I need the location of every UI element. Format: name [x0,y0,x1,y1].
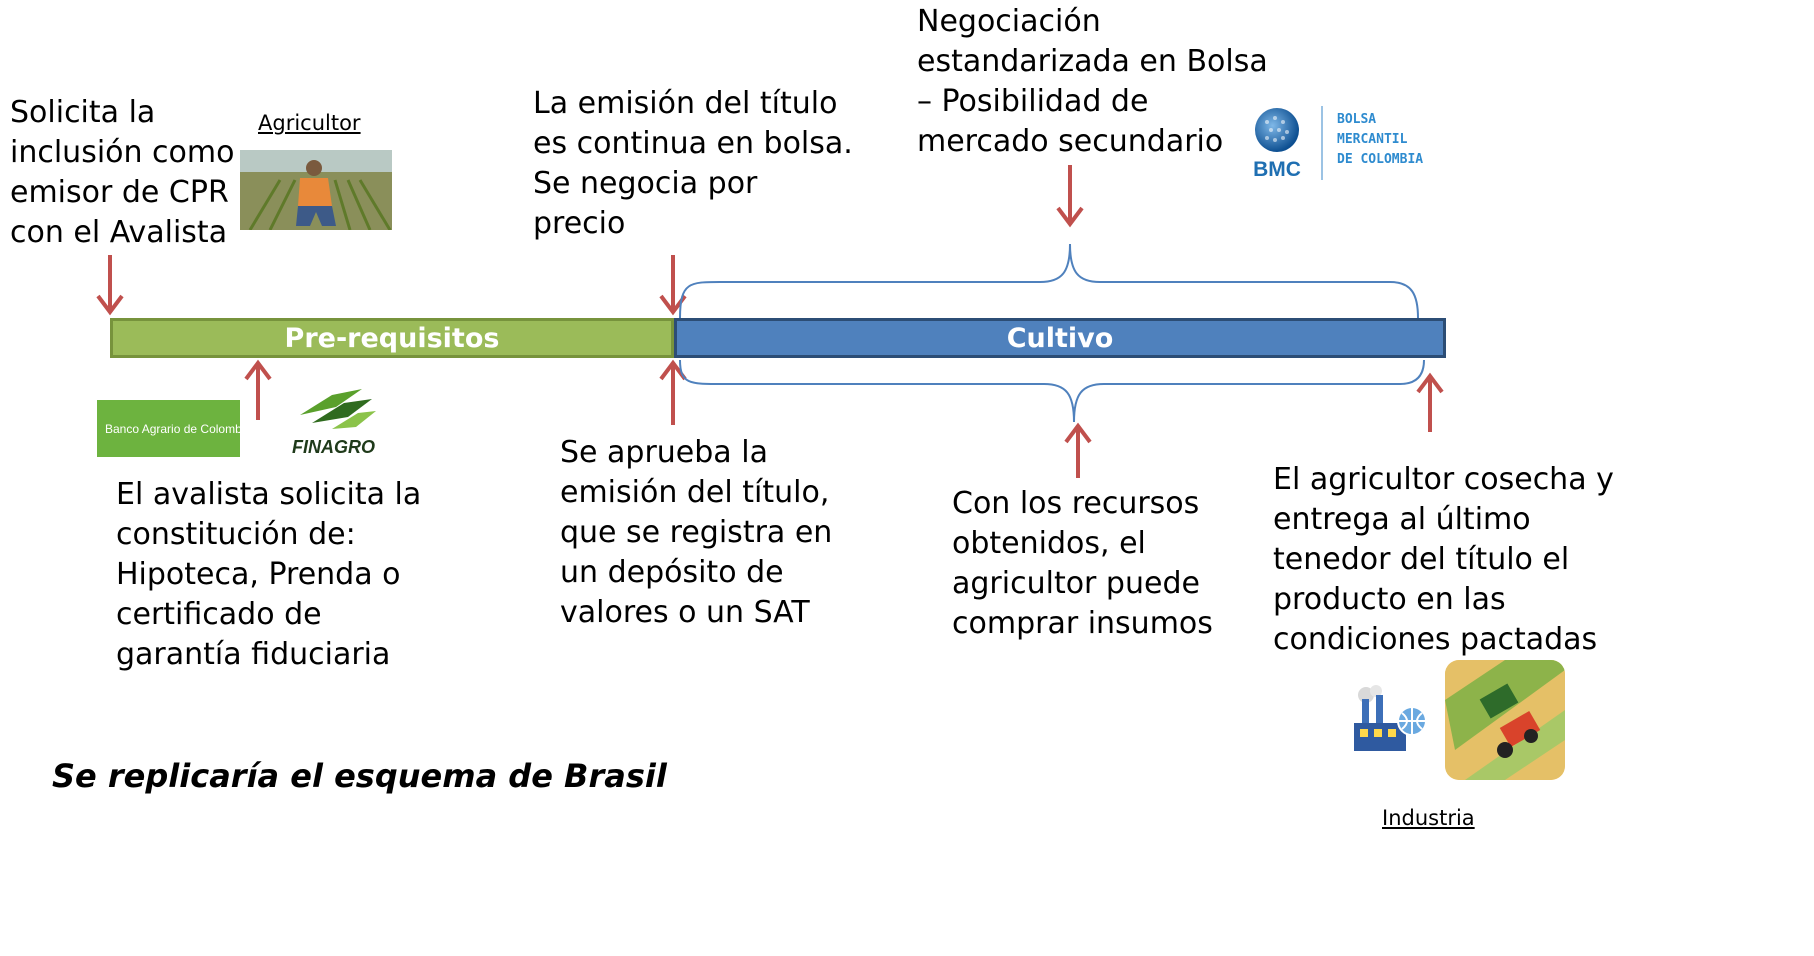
bmc-short-name: BMC [1253,158,1301,181]
step-guarantee-constitution-text: El avalista solicita la constitución de:… [116,477,422,672]
arrow-down-negotiation [1056,165,1084,228]
agricultor-caption: Agricultor [258,111,361,135]
bmc-divider [1321,106,1323,180]
farmer-photo [240,150,392,230]
arrow-up-inputs [1064,422,1092,478]
cultivo-label: Cultivo [1006,322,1114,354]
arrow-up-harvest [1416,372,1444,432]
arrow-down-issuance [659,255,687,316]
step-inclusion-request-text: Solicita la inclusión como emisor de CPR… [10,95,235,250]
brace-top [679,243,1419,319]
finagro-logo: FINAGRO [292,385,382,455]
step-buy-inputs-text: Con los recursos obtenidos, el agriculto… [952,486,1213,641]
step-title-approval-text: Se aprueba la emisión del título, que se… [560,435,833,630]
bmc-name-line1: BOLSA [1337,112,1377,127]
bmc-name-line3: DE COLOMBIA [1337,152,1424,167]
bmc-logo: BMC BOLSA MERCANTIL DE COLOMBIA [1243,100,1443,185]
bmc-name-line2: MERCANTIL [1337,132,1408,147]
pre-requisitos-label: Pre-requisitos [284,322,500,354]
footer-note: Se replicaría el esquema de Brasil [52,757,667,795]
industria-caption: Industria [1382,806,1475,830]
harvest-machinery-icon [1445,660,1565,780]
arrow-down-inclusion [96,255,124,316]
brace-bottom [679,359,1425,423]
factory-icon [1350,685,1428,753]
banco-agrario-logo: Banco Agrario de Colombia [97,400,240,457]
arrow-up-approval [659,359,687,425]
pre-requisitos-bar: Pre-requisitos [110,318,674,358]
finagro-emblem-icon [300,389,376,429]
cultivo-bar: Cultivo [674,318,1446,358]
step-exchange-negotiation-text: Negociación estandarizada en Bolsa – Pos… [917,4,1268,159]
banco-agrario-name: Banco Agrario de Colombia [105,421,240,436]
bmc-globe-icon [1255,108,1299,152]
arrow-up-guarantee [244,359,272,420]
step-harvest-delivery-text: El agricultor cosecha y entrega al últim… [1273,462,1614,657]
step-continuous-issuance-text: La emisión del título es continua en bol… [533,86,853,241]
finagro-name: FINAGRO [292,437,375,455]
